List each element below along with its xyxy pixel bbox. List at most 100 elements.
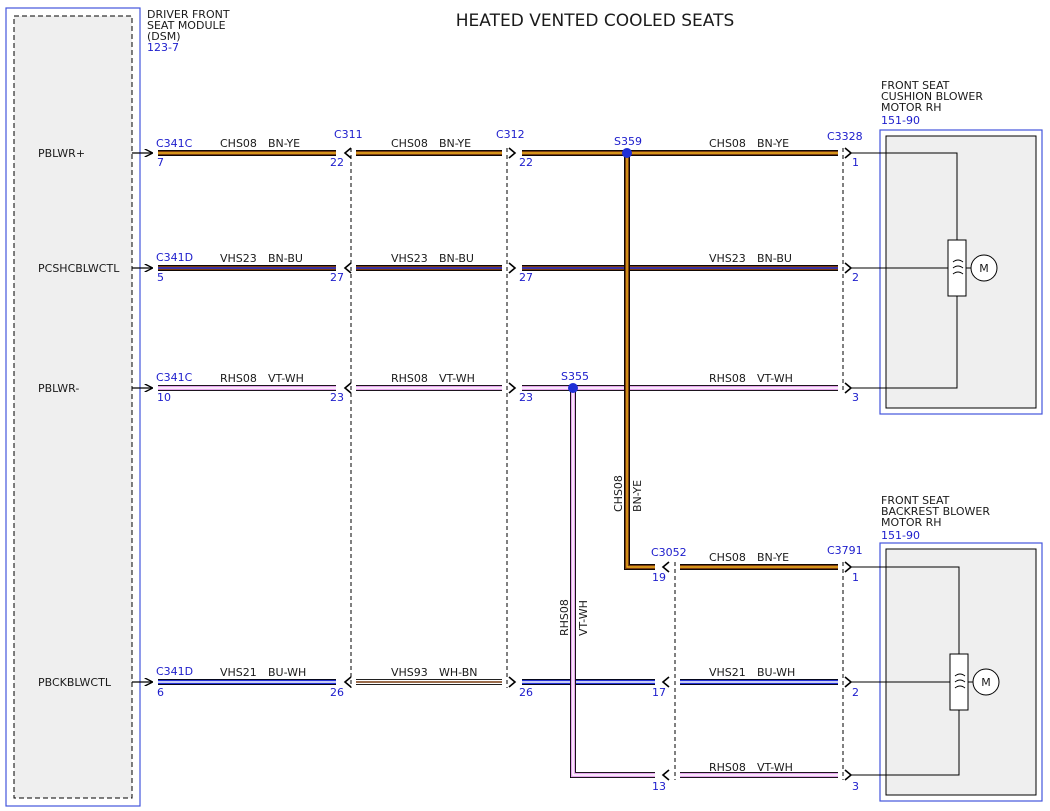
backrest-motor-label: FRONT SEAT BACKREST BLOWER MOTOR RH — [881, 494, 993, 529]
wire-color-label-vertical: VT-WH — [577, 600, 590, 636]
wire-circuit-label: VHS23 — [220, 252, 257, 265]
connector-c3328: C3328 — [827, 130, 863, 143]
pin-number: 6 — [157, 686, 164, 699]
wire-color-label: BN-BU — [268, 252, 303, 265]
wire-color-label: BN-YE — [268, 137, 300, 150]
connector-arrow-c311 — [343, 676, 352, 688]
pin-pblwr-minus: PBLWR- — [38, 382, 79, 395]
pin-number: 1 — [852, 156, 859, 169]
connector-arrow-c3052 — [661, 676, 670, 688]
pin-number: 23 — [330, 391, 344, 404]
wire-circuit-label: CHS08 — [391, 137, 428, 150]
pin-number: 26 — [330, 686, 344, 699]
wire-circuit-label: CHS08 — [220, 137, 257, 150]
pin-number: 3 — [852, 780, 859, 793]
wire-color-label: VT-WH — [757, 761, 793, 774]
wire-circuit-label: VHS93 — [391, 666, 428, 679]
pin-number: 22 — [519, 156, 533, 169]
wire-color-label: VT-WH — [268, 372, 304, 385]
pin-number: 23 — [519, 391, 533, 404]
cushion-motor-symbol — [970, 254, 998, 282]
wire-circuit-label: RHS08 — [709, 372, 746, 385]
dsm-ref: 123-7 — [147, 41, 179, 54]
wire-color-label: BN-YE — [757, 137, 789, 150]
wire-circuit-label: CHS08 — [709, 137, 746, 150]
wire-color-label: VT-WH — [757, 372, 793, 385]
pin-number: 27 — [330, 271, 344, 284]
wire-circuit-label: VHS21 — [220, 666, 257, 679]
connector-c3791: C3791 — [827, 544, 863, 557]
wire-circuit-label: VHS21 — [709, 666, 746, 679]
wire-chs08-branch — [624, 153, 655, 570]
wires — [158, 150, 838, 778]
connector-c341d-row4: C341D — [156, 665, 193, 678]
connector-arrows — [343, 147, 853, 781]
pin-number: 3 — [852, 391, 859, 404]
wire-color-label: BN-BU — [757, 252, 792, 265]
wire-color-label: WH-BN — [439, 666, 478, 679]
connector-arrow-c3791 — [844, 676, 853, 688]
connector-arrow-c312 — [508, 262, 517, 274]
wire-rhs08-branch — [570, 388, 655, 778]
connector-arrow-c3052 — [661, 769, 670, 781]
pin-number: 10 — [157, 391, 171, 404]
pin-number: 22 — [330, 156, 344, 169]
connector-arrow-c3791 — [844, 561, 853, 573]
wire-circuit-label: RHS08 — [709, 761, 746, 774]
backrest-motor-m: M — [981, 676, 991, 689]
pin-number: 2 — [852, 686, 859, 699]
connector-arrow-c3328 — [844, 262, 853, 274]
connector-arrow-c311 — [343, 262, 352, 274]
cushion-motor-ref: 151-90 — [881, 114, 920, 127]
connector-arrow-c311 — [343, 382, 352, 394]
splice-s355-dot — [568, 383, 578, 393]
cushion-motor-label: FRONT SEAT CUSHION BLOWER MOTOR RH — [881, 79, 987, 114]
cushion-blower-motor — [850, 129, 1043, 415]
backrest-blower-motor — [850, 542, 1043, 802]
connector-arrow-c312 — [508, 382, 517, 394]
wire-color-label: BN-YE — [757, 551, 789, 564]
connector-arrow-c3328 — [844, 147, 853, 159]
splice-s359-dot — [622, 148, 632, 158]
wire-circuit-label-vertical: CHS08 — [612, 475, 625, 512]
connector-arrow-c3052 — [661, 561, 670, 573]
backrest-motor-ref: 151-90 — [881, 529, 920, 542]
dsm-module — [5, 7, 141, 807]
pin-number: 26 — [519, 686, 533, 699]
wire-circuit-label-vertical: RHS08 — [558, 599, 571, 636]
pin-number: 27 — [519, 271, 533, 284]
wire-color-label: BU-WH — [268, 666, 306, 679]
wire-circuit-label: RHS08 — [220, 372, 257, 385]
connector-c341c-row1: C341C — [156, 137, 193, 150]
wire-circuit-label: VHS23 — [709, 252, 746, 265]
wire-circuit-label: RHS08 — [391, 372, 428, 385]
connector-c341c-row3: C341C — [156, 371, 193, 384]
backrest-motor-symbol — [972, 668, 1000, 696]
connector-arrow-c3328 — [844, 382, 853, 394]
pin-number: 2 — [852, 271, 859, 284]
pin-number: 5 — [157, 271, 164, 284]
dsm-label: DRIVER FRONT SEAT MODULE (DSM) — [147, 8, 233, 43]
splice-s355: S355 — [561, 370, 589, 383]
wire-color-label: BU-WH — [757, 666, 795, 679]
pin-pblwr-plus: PBLWR+ — [38, 147, 85, 160]
pin-number: 13 — [652, 780, 666, 793]
cushion-motor-m: M — [979, 262, 989, 275]
connector-dashes — [350, 148, 844, 780]
connector-arrow-c3791 — [844, 769, 853, 781]
connector-c312: C312 — [496, 128, 525, 141]
connector-arrow-c311 — [343, 147, 352, 159]
pin-number: 19 — [652, 571, 666, 584]
splice-s359: S359 — [614, 135, 642, 148]
connector-c341d-row2: C341D — [156, 251, 193, 264]
wire-circuit-label: VHS23 — [391, 252, 428, 265]
wire-color-label: BN-YE — [439, 137, 471, 150]
wire-color-label: VT-WH — [439, 372, 475, 385]
pin-pbckblwctl: PBCKBLWCTL — [38, 676, 112, 689]
wire-color-label: BN-BU — [439, 252, 474, 265]
wire-circuit-label: CHS08 — [709, 551, 746, 564]
pin-pcshcblwctl: PCSHCBLWCTL — [38, 262, 120, 275]
wire-color-label-vertical: BN-YE — [631, 480, 644, 512]
connector-arrow-c312 — [508, 676, 517, 688]
